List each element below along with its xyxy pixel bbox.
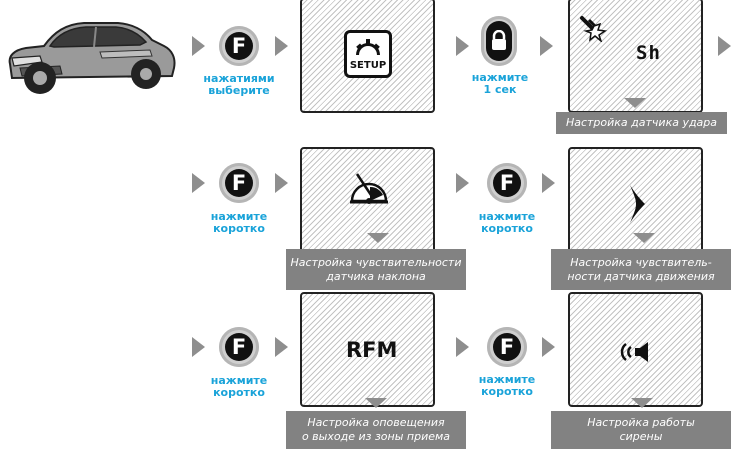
f-button-label: F — [493, 169, 521, 197]
lock-icon — [492, 30, 506, 50]
flow-arrow — [192, 36, 205, 56]
flow-arrow — [456, 173, 469, 193]
select-by-presses-label: нажатиями выберите — [203, 72, 275, 97]
chevron-right-icon — [630, 185, 645, 223]
lock-button[interactable] — [481, 16, 517, 66]
setup-icon: SETUP — [344, 30, 392, 78]
flow-arrow-down — [631, 398, 653, 408]
f-button-label: F — [225, 32, 253, 60]
caption-tilt-sensor: Настройка чувствительности датчика накло… — [286, 249, 466, 290]
flow-arrow — [192, 173, 205, 193]
f-button[interactable]: F — [219, 26, 259, 66]
flow-arrow — [540, 36, 553, 56]
f-button-label: F — [225, 169, 253, 197]
f-button[interactable]: F — [219, 163, 259, 203]
shock-sensor-screen: Sh — [568, 0, 703, 113]
motion-sensor-screen — [568, 147, 703, 262]
rfm-screen: RFM — [300, 292, 435, 407]
flow-arrow — [542, 337, 555, 357]
caption-siren: Настройка работы сирены — [551, 411, 731, 449]
rfm-display-text: RFM — [346, 338, 398, 362]
press-short-label: нажмите коротко — [478, 373, 536, 398]
car-illustration — [8, 22, 176, 94]
caption-shock-sensor: Настройка датчика удара — [556, 112, 727, 134]
flow-arrow-down — [624, 98, 646, 108]
press-1-sec-label: нажмите 1 сек — [471, 71, 529, 96]
tilt-sensor-screen — [300, 147, 435, 262]
flow-arrow — [456, 36, 469, 56]
siren-speaker-icon — [620, 342, 648, 362]
flow-arrow — [275, 173, 288, 193]
tilt-gauge-icon — [350, 173, 388, 204]
press-short-label: нажмите коротко — [210, 210, 268, 235]
flow-arrow — [192, 337, 205, 357]
flow-arrow — [275, 337, 288, 357]
shock-icon — [580, 16, 608, 42]
f-button[interactable]: F — [487, 327, 527, 367]
siren-screen — [568, 292, 703, 407]
flow-arrow-down — [367, 233, 389, 243]
shock-display-text: Sh — [636, 42, 661, 64]
f-button-label: F — [225, 333, 253, 361]
f-button-label: F — [493, 333, 521, 361]
flow-arrow — [542, 173, 555, 193]
setup-screen: SETUP — [300, 0, 435, 113]
flow-arrow — [718, 36, 731, 56]
flow-arrow-down — [365, 398, 387, 408]
flow-arrow — [456, 337, 469, 357]
press-short-label: нажмите коротко — [478, 210, 536, 235]
gear-icon — [356, 39, 380, 55]
flow-arrow — [275, 36, 288, 56]
press-short-label: нажмите коротко — [210, 374, 268, 399]
f-button[interactable]: F — [219, 327, 259, 367]
f-button[interactable]: F — [487, 163, 527, 203]
flow-arrow-down — [633, 233, 655, 243]
caption-out-of-range: Настройка оповещения о выходе из зоны пр… — [286, 411, 466, 449]
caption-motion-sensor: Настройка чувствитель- ности датчика дви… — [551, 249, 731, 290]
